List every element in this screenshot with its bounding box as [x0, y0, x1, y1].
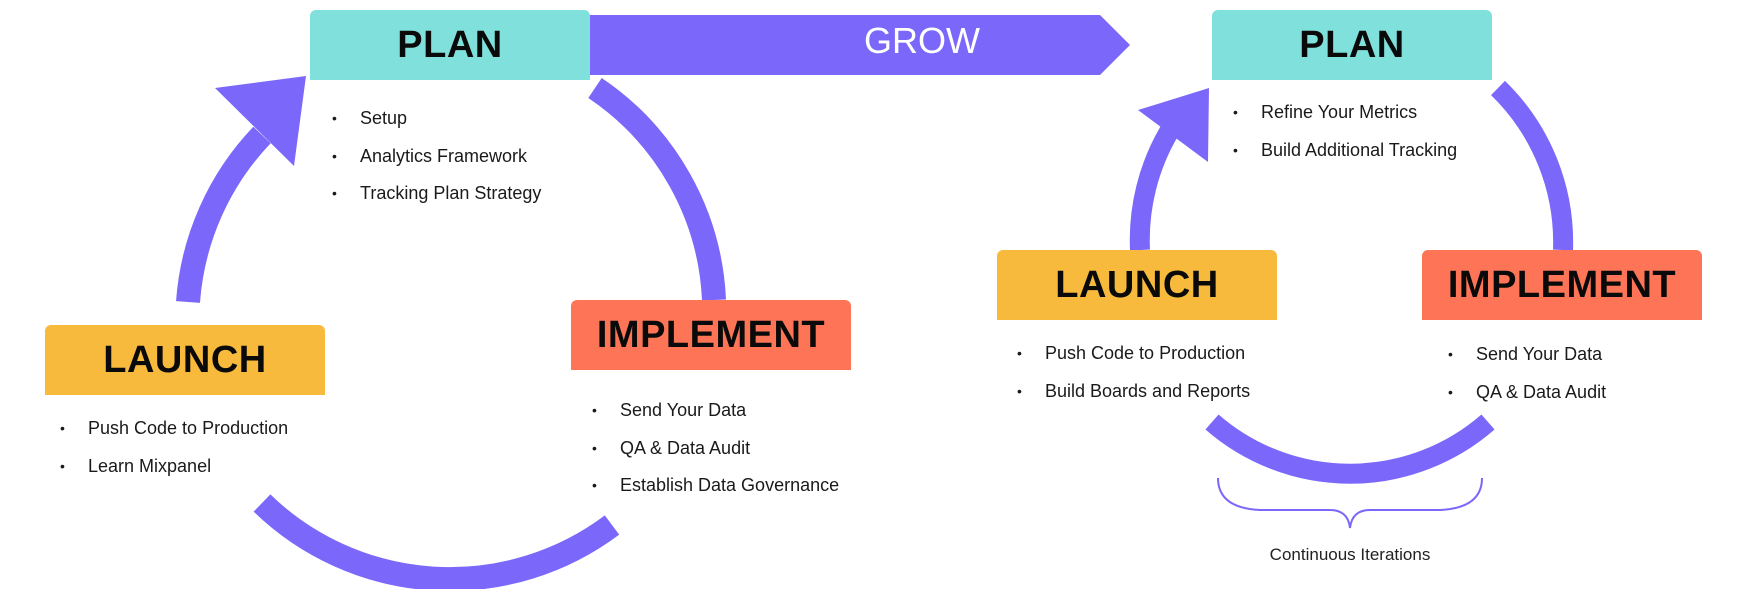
left-arrowhead-up: [215, 76, 306, 166]
bullet-icon: •: [60, 457, 65, 474]
left-arc-launch-to-plan: [176, 126, 271, 303]
list-item-text: QA & Data Audit: [620, 437, 751, 458]
left-plan-list: • Setup • Analytics Framework • Tracking Plan…: [330, 106, 610, 219]
left-launch-list: • Push Code to Production • Learn Mixpanel: [58, 416, 338, 491]
left-implement-header: IMPLEMENT: [571, 300, 851, 370]
list-item: • Tracking Plan Strategy: [330, 181, 610, 219]
bullet-icon: •: [60, 420, 65, 436]
continuous-iterations-label: Continuous Iterations: [1269, 545, 1431, 564]
list-item-text: Setup: [360, 108, 408, 128]
bullet-icon: •: [1017, 345, 1022, 361]
left-plan-title: PLAN: [397, 23, 503, 66]
bullet-icon: •: [332, 110, 337, 126]
right-launch-list: • Push Code to Production • Build Boards an…: [1015, 341, 1295, 416]
right-plan-header: PLAN: [1212, 10, 1492, 80]
right-arc-plan-to-implement: [1490, 80, 1574, 251]
list-item: • Build Additional Tracking: [1231, 138, 1511, 176]
left-arc-plan-to-implement: [588, 78, 726, 301]
bullet-icon: •: [1233, 141, 1238, 158]
list-item-text: Establish Data Governance: [620, 475, 840, 495]
left-implement-list: • Send Your Data • QA & Data Audit • Establis…: [590, 398, 880, 511]
list-item: • Analytics Framework: [330, 144, 610, 182]
left-arc-implement-to-launch: [253, 494, 620, 589]
right-implement-title: IMPLEMENT: [1447, 263, 1677, 306]
grow-label: GROW: [864, 20, 980, 61]
right-arc-launch-to-plan: [1129, 124, 1179, 251]
list-item-text: Push Code to Production: [1045, 343, 1246, 363]
list-item: • Push Code to Production: [58, 416, 338, 454]
left-launch-header: LAUNCH: [45, 325, 325, 395]
list-item: • QA & Data Audit: [1446, 380, 1716, 418]
bullet-icon: •: [1017, 382, 1022, 399]
bullet-icon: •: [332, 185, 337, 201]
left-launch-title: LAUNCH: [103, 338, 267, 381]
right-implement-list: • Send Your Data • QA & Data Audit: [1446, 342, 1716, 417]
bullet-icon: •: [332, 147, 337, 164]
list-item-text: Learn Mixpanel: [88, 455, 212, 476]
list-item: • Establish Data Governance: [590, 473, 880, 511]
continuous-brace: [1217, 477, 1483, 529]
right-plan-title: PLAN: [1299, 23, 1405, 66]
right-arrowhead-up: [1138, 88, 1209, 162]
list-item-text: Analytics Framework: [360, 145, 528, 166]
bullet-icon: •: [1233, 104, 1238, 120]
bullet-icon: •: [592, 477, 597, 493]
list-item: • QA & Data Audit: [590, 436, 880, 474]
list-item-text: Build Boards and Reports: [1045, 380, 1251, 401]
list-item: • Learn Mixpanel: [58, 454, 338, 492]
list-item: • Send Your Data: [590, 398, 880, 436]
left-plan-header: PLAN: [310, 10, 590, 80]
list-item-text: Tracking Plan Strategy: [360, 183, 542, 203]
right-arc-bottom: [1205, 414, 1495, 484]
right-implement-header: IMPLEMENT: [1422, 250, 1702, 320]
bullet-icon: •: [592, 439, 597, 456]
grow-arrow: [585, 15, 1130, 75]
list-item-text: Build Additional Tracking: [1261, 139, 1458, 160]
right-plan-list: • Refine Your Metrics • Build Additional Tr…: [1231, 100, 1511, 175]
bullet-icon: •: [1448, 346, 1453, 362]
left-implement-title: IMPLEMENT: [596, 313, 826, 356]
bullet-icon: •: [1448, 383, 1453, 400]
list-item-text: Refine Your Metrics: [1261, 102, 1418, 122]
list-item: • Build Boards and Reports: [1015, 379, 1295, 417]
right-launch-title: LAUNCH: [1055, 263, 1219, 306]
list-item-text: Send Your Data: [1476, 344, 1603, 364]
right-launch-header: LAUNCH: [997, 250, 1277, 320]
list-item: • Push Code to Production: [1015, 341, 1295, 379]
list-item-text: Send Your Data: [620, 400, 747, 420]
list-item: • Setup: [330, 106, 610, 144]
list-item: • Send Your Data: [1446, 342, 1716, 380]
bullet-icon: •: [592, 402, 597, 418]
list-item-text: Push Code to Production: [88, 418, 289, 438]
list-item: • Refine Your Metrics: [1231, 100, 1511, 138]
list-item-text: QA & Data Audit: [1476, 381, 1607, 402]
